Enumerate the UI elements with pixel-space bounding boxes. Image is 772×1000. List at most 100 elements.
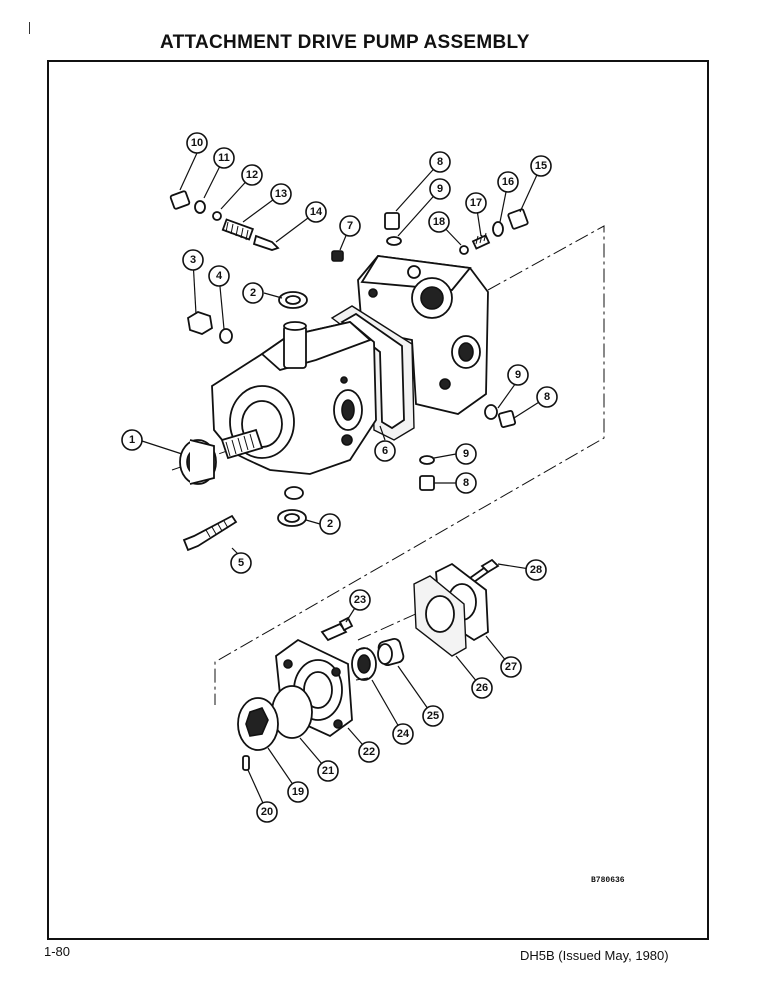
callout-23: 23 <box>349 589 371 611</box>
svg-text:1: 1 <box>129 434 135 446</box>
svg-text:9: 9 <box>463 448 469 460</box>
callout-19: 19 <box>287 781 309 803</box>
svg-text:4: 4 <box>216 270 223 282</box>
shaft-seal-part-2-top <box>278 291 308 309</box>
svg-text:5: 5 <box>238 557 244 569</box>
ball-part-18 <box>459 245 469 255</box>
svg-text:24: 24 <box>397 728 410 740</box>
svg-text:26: 26 <box>476 682 488 694</box>
svg-text:6: 6 <box>382 445 388 457</box>
rotor-part-19 <box>237 697 279 751</box>
callout-22: 22 <box>358 741 380 763</box>
shaft-seal-part-2-bottom <box>277 486 307 527</box>
svg-text:2: 2 <box>327 518 333 530</box>
callout-8: 8 <box>455 472 477 494</box>
svg-text:22: 22 <box>363 746 375 758</box>
svg-text:14: 14 <box>310 206 323 218</box>
svg-text:17: 17 <box>470 197 482 209</box>
o-ring-part-11 <box>194 200 206 214</box>
svg-text:15: 15 <box>535 160 547 172</box>
callout-20: 20 <box>256 801 278 823</box>
svg-text:27: 27 <box>505 661 517 673</box>
fitting-part-3 <box>187 311 213 335</box>
svg-text:20: 20 <box>261 806 273 818</box>
o-ring-part-16 <box>492 221 504 237</box>
callout-7: 7 <box>339 215 361 237</box>
bearing-part-24 <box>351 647 377 681</box>
svg-text:18: 18 <box>433 216 445 228</box>
callout-9: 9 <box>429 178 451 200</box>
callout-2: 2 <box>319 513 341 535</box>
callout-15: 15 <box>530 155 552 177</box>
svg-text:23: 23 <box>354 594 366 606</box>
spring-part-17 <box>471 232 491 250</box>
svg-text:10: 10 <box>191 137 203 149</box>
key-part-20 <box>242 755 250 771</box>
plug-part-8-top <box>384 212 400 230</box>
svg-text:12: 12 <box>246 169 258 181</box>
plug-part-10 <box>169 190 191 210</box>
plunger-part-14 <box>252 234 280 251</box>
assembly-centerline <box>214 225 605 705</box>
callout-24: 24 <box>392 723 414 745</box>
plug-part-7 <box>331 250 344 262</box>
svg-text:19: 19 <box>292 786 304 798</box>
plug-part-8-bottom <box>419 475 435 491</box>
margin-mark <box>29 22 30 34</box>
svg-text:2: 2 <box>250 287 256 299</box>
svg-text:13: 13 <box>275 188 287 200</box>
callout-18: 18 <box>428 211 450 233</box>
svg-text:25: 25 <box>427 710 439 722</box>
callout-13: 13 <box>270 183 292 205</box>
callout-6: 6 <box>374 440 396 462</box>
svg-text:16: 16 <box>502 176 514 188</box>
callout-12: 12 <box>241 164 263 186</box>
callout-2: 2 <box>242 282 264 304</box>
callout-26: 26 <box>471 677 493 699</box>
svg-text:3: 3 <box>190 254 196 266</box>
callout-27: 27 <box>500 656 522 678</box>
publication-footer: DH5B (Issued May, 1980) <box>520 948 669 963</box>
callout-9: 9 <box>455 443 477 465</box>
plug-part-8-right <box>497 409 517 429</box>
callout-17: 17 <box>465 192 487 214</box>
callout-3: 3 <box>182 249 204 271</box>
callout-21: 21 <box>317 760 339 782</box>
bolt-part-28 <box>468 558 500 584</box>
plug-part-15 <box>507 208 529 230</box>
callout-8: 8 <box>536 386 558 408</box>
spring-part-13 <box>221 218 255 241</box>
svg-text:9: 9 <box>515 369 521 381</box>
svg-text:11: 11 <box>218 152 230 164</box>
callout-25: 25 <box>422 705 444 727</box>
svg-text:7: 7 <box>347 220 353 232</box>
o-ring-part-9-top <box>386 236 402 246</box>
shaft-seal-part-1 <box>179 439 217 485</box>
callout-4: 4 <box>208 265 230 287</box>
figure-code: B780636 <box>591 876 625 885</box>
svg-text:21: 21 <box>322 765 334 777</box>
svg-text:8: 8 <box>544 391 550 403</box>
bushing-part-25 <box>377 638 405 666</box>
svg-text:28: 28 <box>530 564 542 576</box>
callout-1: 1 <box>121 429 143 451</box>
drive-shaft <box>220 428 264 460</box>
o-ring-part-9-right <box>484 404 498 420</box>
bolt-part-5 <box>182 514 238 552</box>
pump-housing <box>211 321 377 475</box>
bolt-part-23 <box>320 616 354 642</box>
o-ring-part-4 <box>219 328 233 344</box>
svg-text:8: 8 <box>437 156 443 168</box>
svg-text:8: 8 <box>463 477 469 489</box>
gasket-part-26 <box>413 575 467 657</box>
diagram-frame <box>47 60 709 940</box>
callout-9: 9 <box>507 364 529 386</box>
callout-5: 5 <box>230 552 252 574</box>
svg-text:9: 9 <box>437 183 443 195</box>
callout-28: 28 <box>525 559 547 581</box>
page-title: ATTACHMENT DRIVE PUMP ASSEMBLY <box>160 32 530 53</box>
callout-16: 16 <box>497 171 519 193</box>
callout-11: 11 <box>213 147 235 169</box>
spacer-part-12 <box>212 211 222 221</box>
